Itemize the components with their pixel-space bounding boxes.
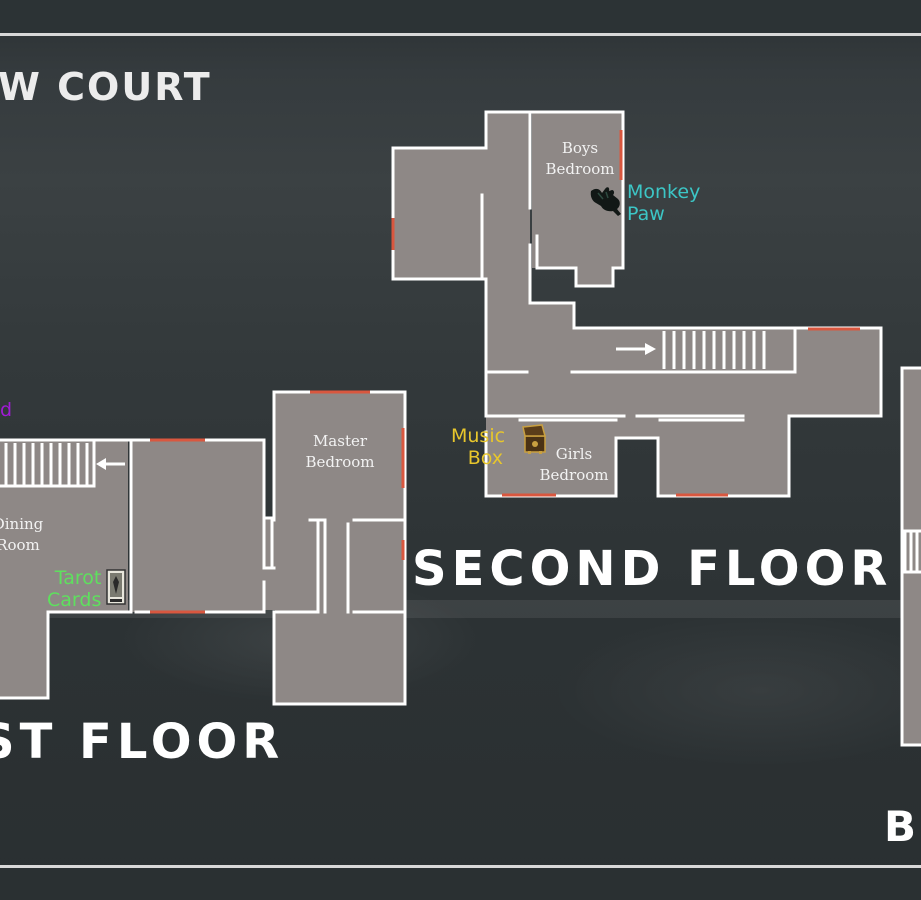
item-label-line: Music bbox=[451, 425, 506, 447]
bottom-border-line bbox=[0, 865, 921, 868]
room-label-line: Bedroom bbox=[539, 466, 609, 484]
top-bar bbox=[0, 0, 921, 34]
second-floor-plan bbox=[391, 110, 883, 498]
room-label-line: Girls bbox=[555, 445, 593, 463]
third-floor-plan-partial bbox=[900, 366, 921, 747]
room-label-line: Dining bbox=[0, 515, 44, 533]
first-floor-stairs bbox=[4, 443, 89, 485]
item-label-line: Monkey bbox=[627, 181, 701, 203]
room-label-line: Bedroom bbox=[545, 160, 615, 178]
map-title: W COURT bbox=[0, 65, 212, 109]
item-label-line: Cards bbox=[47, 589, 102, 611]
top-border-line bbox=[0, 33, 921, 36]
first-floor-heading: ST FLOOR bbox=[0, 714, 285, 770]
partial-floor-heading: B bbox=[884, 802, 917, 851]
item-label-line: Tarot bbox=[54, 567, 102, 589]
item-label-line: Paw bbox=[627, 203, 665, 225]
room-label-line: Master bbox=[312, 432, 368, 450]
bottom-bar bbox=[0, 866, 921, 900]
room-label-line: Boys bbox=[561, 139, 599, 157]
room-label-line: Bedroom bbox=[305, 453, 375, 471]
monkey-paw-icon[interactable] bbox=[588, 183, 624, 221]
tarot-card-icon[interactable] bbox=[106, 569, 126, 609]
room-label-boys-bedroom: Boys Bedroom bbox=[540, 138, 620, 180]
room-label-line: Room bbox=[0, 536, 40, 554]
item-label-monkey-paw[interactable]: Monkey Paw bbox=[627, 181, 700, 225]
second-floor-stair-arrow bbox=[616, 343, 656, 355]
item-label-music-box[interactable]: Music Box bbox=[451, 425, 505, 469]
item-label-line: Box bbox=[467, 447, 504, 469]
first-floor-stair-arrow bbox=[96, 458, 125, 470]
music-box-icon[interactable] bbox=[520, 424, 550, 460]
item-label-tarot-cards[interactable]: Tarot Cards bbox=[47, 567, 101, 611]
second-floor-heading: SECOND FLOOR bbox=[412, 541, 893, 597]
room-label-girls-bedroom: Girls Bedroom bbox=[534, 444, 614, 486]
item-label-partial-purple[interactable]: d bbox=[0, 399, 13, 421]
room-label-master-bedroom: Master Bedroom bbox=[300, 431, 380, 473]
second-floor-stairs bbox=[662, 331, 766, 369]
room-label-dining-room: Dining Room bbox=[0, 514, 58, 556]
